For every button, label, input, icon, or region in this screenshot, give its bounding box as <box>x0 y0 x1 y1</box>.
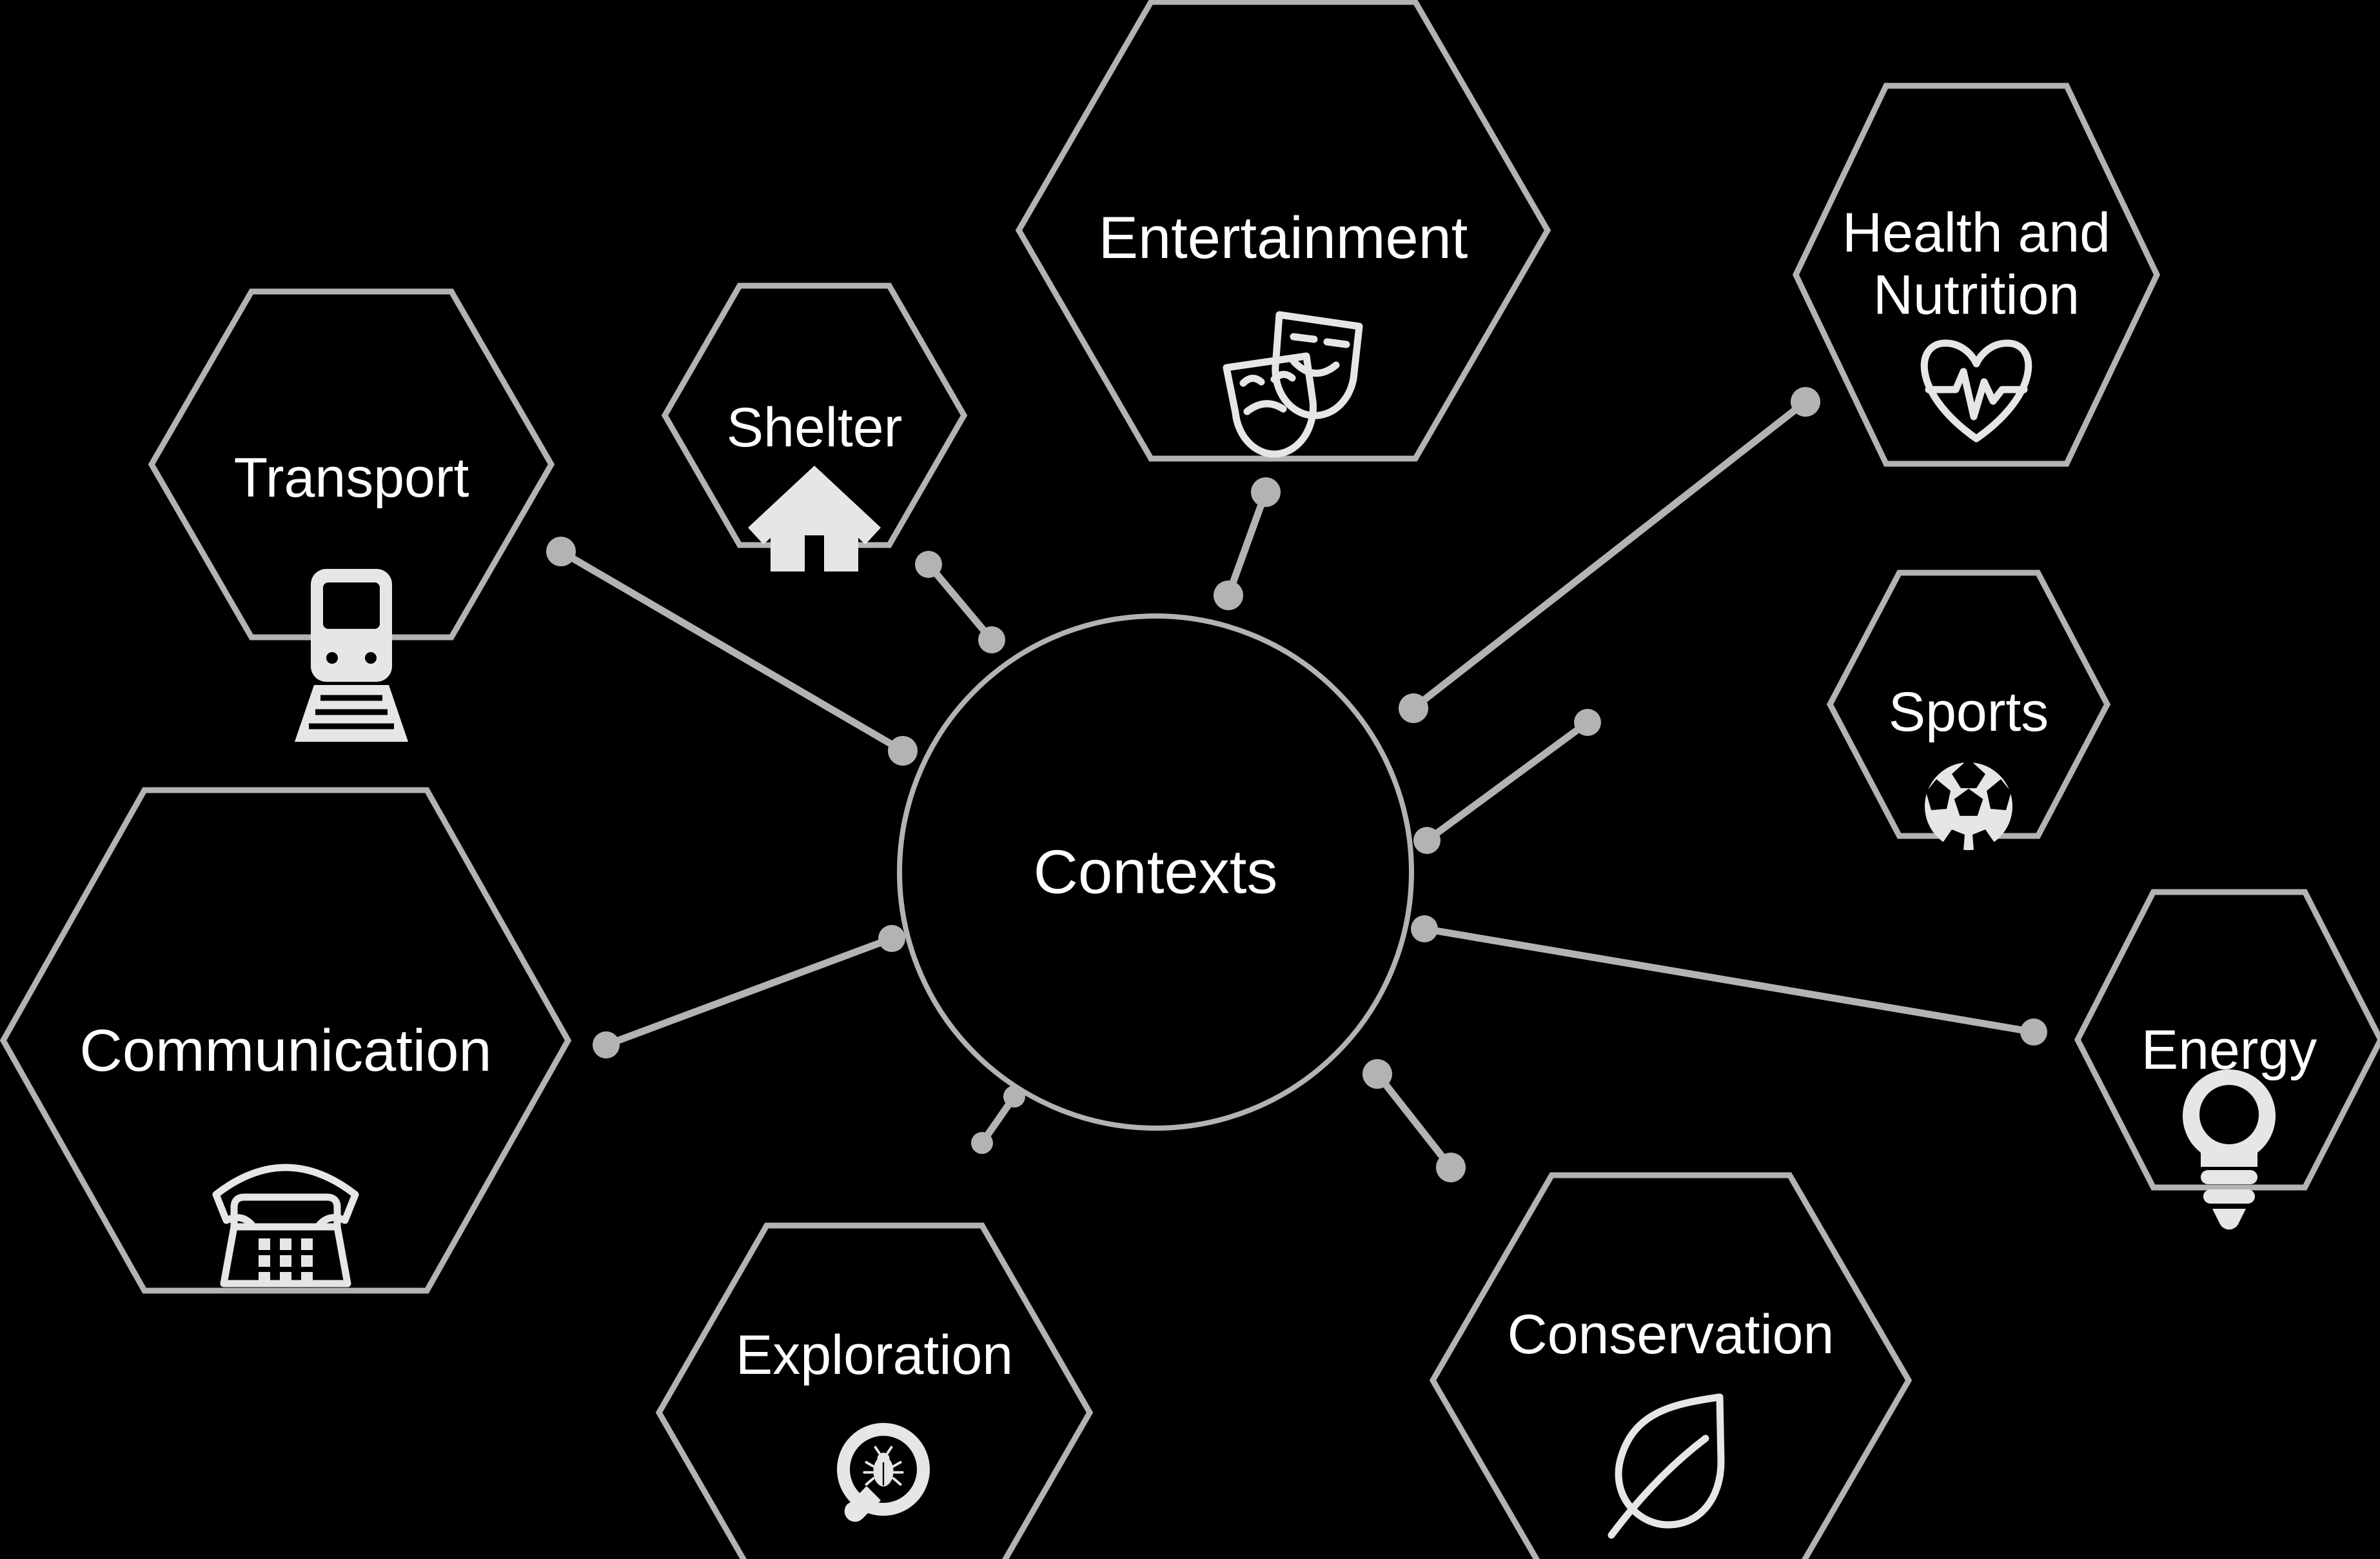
node-label-conservation: Conservation <box>1508 1304 1834 1365</box>
train-icon <box>295 569 408 742</box>
connector-transport <box>557 548 907 755</box>
leaf-icon <box>1608 1393 1725 1539</box>
node-label-line: Nutrition <box>1873 264 2080 326</box>
connector-dot-health-and-nutrition-outer <box>1791 387 1820 417</box>
theater-masks-icon <box>1223 311 1363 458</box>
hex-node-communication[interactable] <box>0 787 572 1294</box>
hex-node-exploration[interactable] <box>655 1222 1094 1559</box>
node-label-line: Communication <box>79 1018 491 1084</box>
connector-dot-shelter-inner <box>978 626 1005 653</box>
node-label-line: Sports <box>1889 681 2049 743</box>
node-label-line: Health and <box>1842 202 2110 264</box>
hub-label: Contexts <box>1034 838 1278 907</box>
telephone-icon <box>212 1164 359 1287</box>
connector-shelter <box>925 561 996 644</box>
connector-conservation <box>1373 1070 1455 1171</box>
hub-node[interactable]: Contexts <box>897 613 1414 1131</box>
connector-dot-communication-outer <box>593 1031 620 1058</box>
connector-communication <box>602 935 896 1049</box>
connector-dot-health-and-nutrition-inner <box>1399 693 1428 723</box>
connector-dot-shelter-outer <box>915 551 942 578</box>
connector-dot-energy-outer <box>1411 915 1438 942</box>
connector-dot-energy-inner <box>2020 1018 2047 1046</box>
node-label-sports: Sports <box>1889 681 2049 743</box>
connector-dot-transport-inner <box>888 736 918 766</box>
hex-node-energy[interactable] <box>2074 889 2380 1191</box>
connector-dot-transport-outer <box>546 537 576 566</box>
connector-health-and-nutrition <box>1410 398 1809 712</box>
bug-magnifier-icon <box>837 1423 930 1522</box>
connector-dot-conservation-inner <box>1436 1153 1466 1182</box>
node-label-line: Entertainment <box>1099 205 1468 271</box>
connector-energy <box>1421 925 2038 1036</box>
hub-circle <box>897 613 1414 1131</box>
heartbeat-icon <box>1920 339 2032 442</box>
connector-layer <box>546 387 2047 1182</box>
node-label-line: Conservation <box>1508 1304 1834 1365</box>
node-label-communication: Communication <box>79 1018 491 1084</box>
node-label-entertainment: Entertainment <box>1099 205 1468 271</box>
connector-dot-conservation-outer <box>1362 1059 1392 1089</box>
house-icon <box>748 466 881 571</box>
hex-node-conservation[interactable] <box>1429 1172 1913 1559</box>
node-label-line: Transport <box>234 447 469 509</box>
connector-dot-entertainment-outer <box>1251 477 1281 507</box>
hex-node-entertainment[interactable] <box>1015 0 1551 462</box>
hex-node-shelter[interactable] <box>661 283 968 548</box>
connector-dot-sports-outer <box>1574 709 1601 736</box>
node-label-transport: Transport <box>234 447 469 509</box>
node-label-shelter: Shelter <box>727 397 903 459</box>
connector-dot-communication-inner <box>878 925 905 952</box>
soccer-ball-icon <box>1925 761 2012 850</box>
node-label-exploration: Exploration <box>736 1324 1013 1386</box>
connector-sports <box>1423 719 1591 844</box>
hex-node-health-and-nutrition[interactable] <box>1793 83 2160 467</box>
hex-node-transport[interactable] <box>148 288 555 640</box>
connector-dot-sports-inner <box>1413 827 1441 854</box>
lightbulb-icon <box>2182 1069 2276 1230</box>
connector-dot-entertainment-inner <box>1214 581 1243 610</box>
connector-dot-exploration-inner <box>971 1132 993 1154</box>
node-label-line: Exploration <box>736 1324 1013 1386</box>
hex-node-sports[interactable] <box>1826 570 2111 839</box>
node-label-line: Shelter <box>727 397 903 459</box>
connector-entertainment <box>1224 488 1270 599</box>
